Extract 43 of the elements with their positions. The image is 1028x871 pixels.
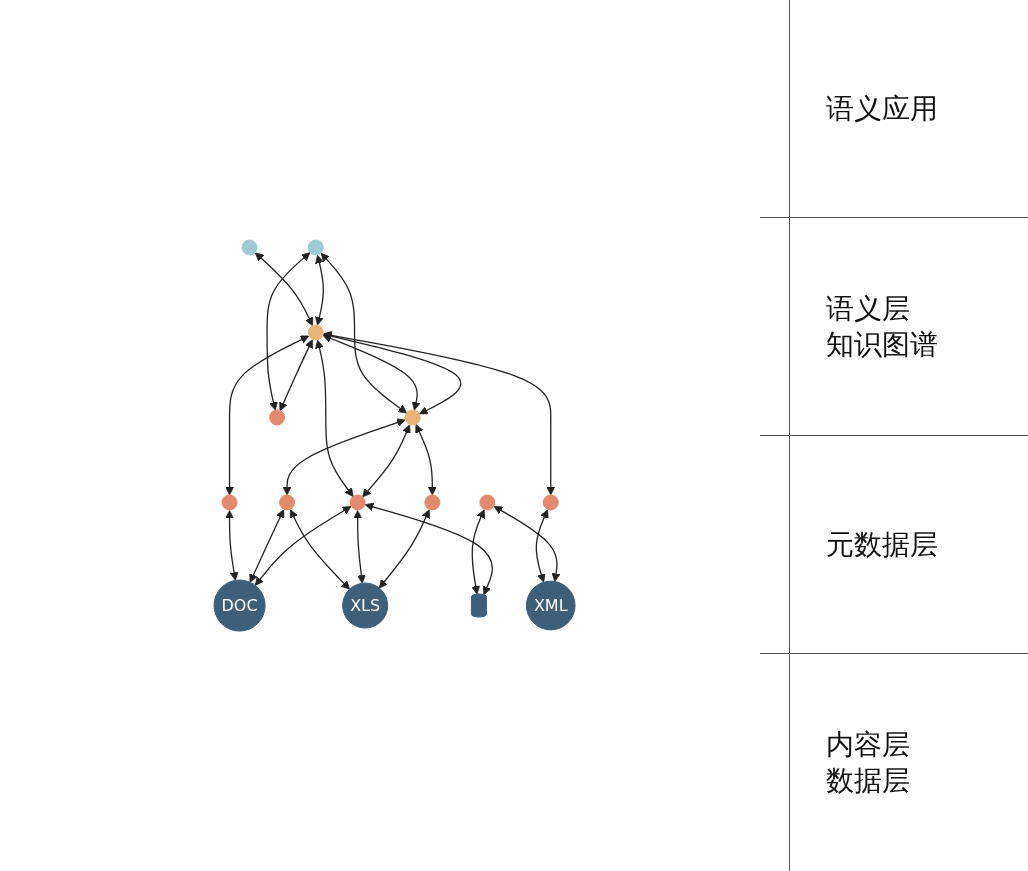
arrow (362, 424, 411, 498)
layer-label: 语义层 (825, 290, 912, 327)
arrow (353, 509, 366, 584)
node-cylinder (470, 593, 487, 618)
arrow (249, 509, 285, 583)
arrow (415, 424, 437, 496)
layer-label: 内容层 (825, 726, 912, 763)
layer-label: 知识图谱 (825, 326, 940, 363)
arrow (322, 334, 421, 411)
arrow (279, 339, 314, 411)
node-circle (349, 494, 366, 511)
arrow (364, 502, 493, 596)
arrow (493, 506, 561, 582)
arrow (315, 339, 354, 497)
node-circle (542, 494, 559, 511)
node-circle (221, 494, 238, 511)
arrow (471, 509, 486, 595)
node-circle: DOC (213, 579, 266, 632)
node-circle (269, 409, 286, 426)
node-circle (307, 324, 324, 341)
node-circle (279, 494, 296, 511)
arrow (535, 509, 549, 583)
node-circle (424, 494, 441, 511)
layer-label: 数据层 (825, 762, 912, 799)
arrow (289, 509, 351, 590)
node-circle: XLS (342, 582, 389, 629)
node-circle (241, 239, 258, 256)
arrow (266, 252, 311, 411)
node-circle (479, 494, 496, 511)
node-circle (307, 239, 324, 256)
arrow (282, 418, 406, 496)
arrow (378, 509, 431, 589)
arrow (323, 330, 556, 496)
layer-label: 元数据层 (825, 526, 940, 563)
arrow (320, 252, 408, 414)
layer-label: 语义应用 (825, 90, 940, 127)
arrow (315, 254, 325, 326)
arrow (225, 509, 239, 581)
arrow (255, 252, 314, 327)
arrow (225, 335, 310, 496)
node-circle: XML (525, 580, 576, 631)
arrow (255, 506, 352, 586)
node-circle (404, 409, 421, 426)
